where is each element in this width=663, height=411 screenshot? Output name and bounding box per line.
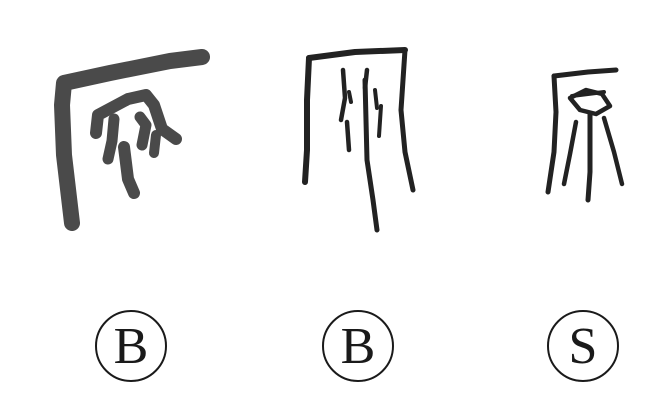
ancient-character-3-drawing: [545, 67, 625, 203]
ancient-character-3: [540, 62, 630, 212]
ancient-character-2-drawing: [302, 47, 416, 233]
ancient-character-1: [50, 45, 210, 231]
circled-label-3: S: [547, 310, 619, 382]
circled-label-1: B: [95, 310, 167, 382]
circled-label-2: B: [322, 310, 394, 382]
label-text-3: S: [568, 318, 598, 375]
ancient-character-1-drawing: [54, 49, 210, 231]
label-text-1: B: [113, 318, 149, 375]
ancient-character-2: [295, 40, 420, 235]
label-text-2: B: [340, 318, 376, 375]
